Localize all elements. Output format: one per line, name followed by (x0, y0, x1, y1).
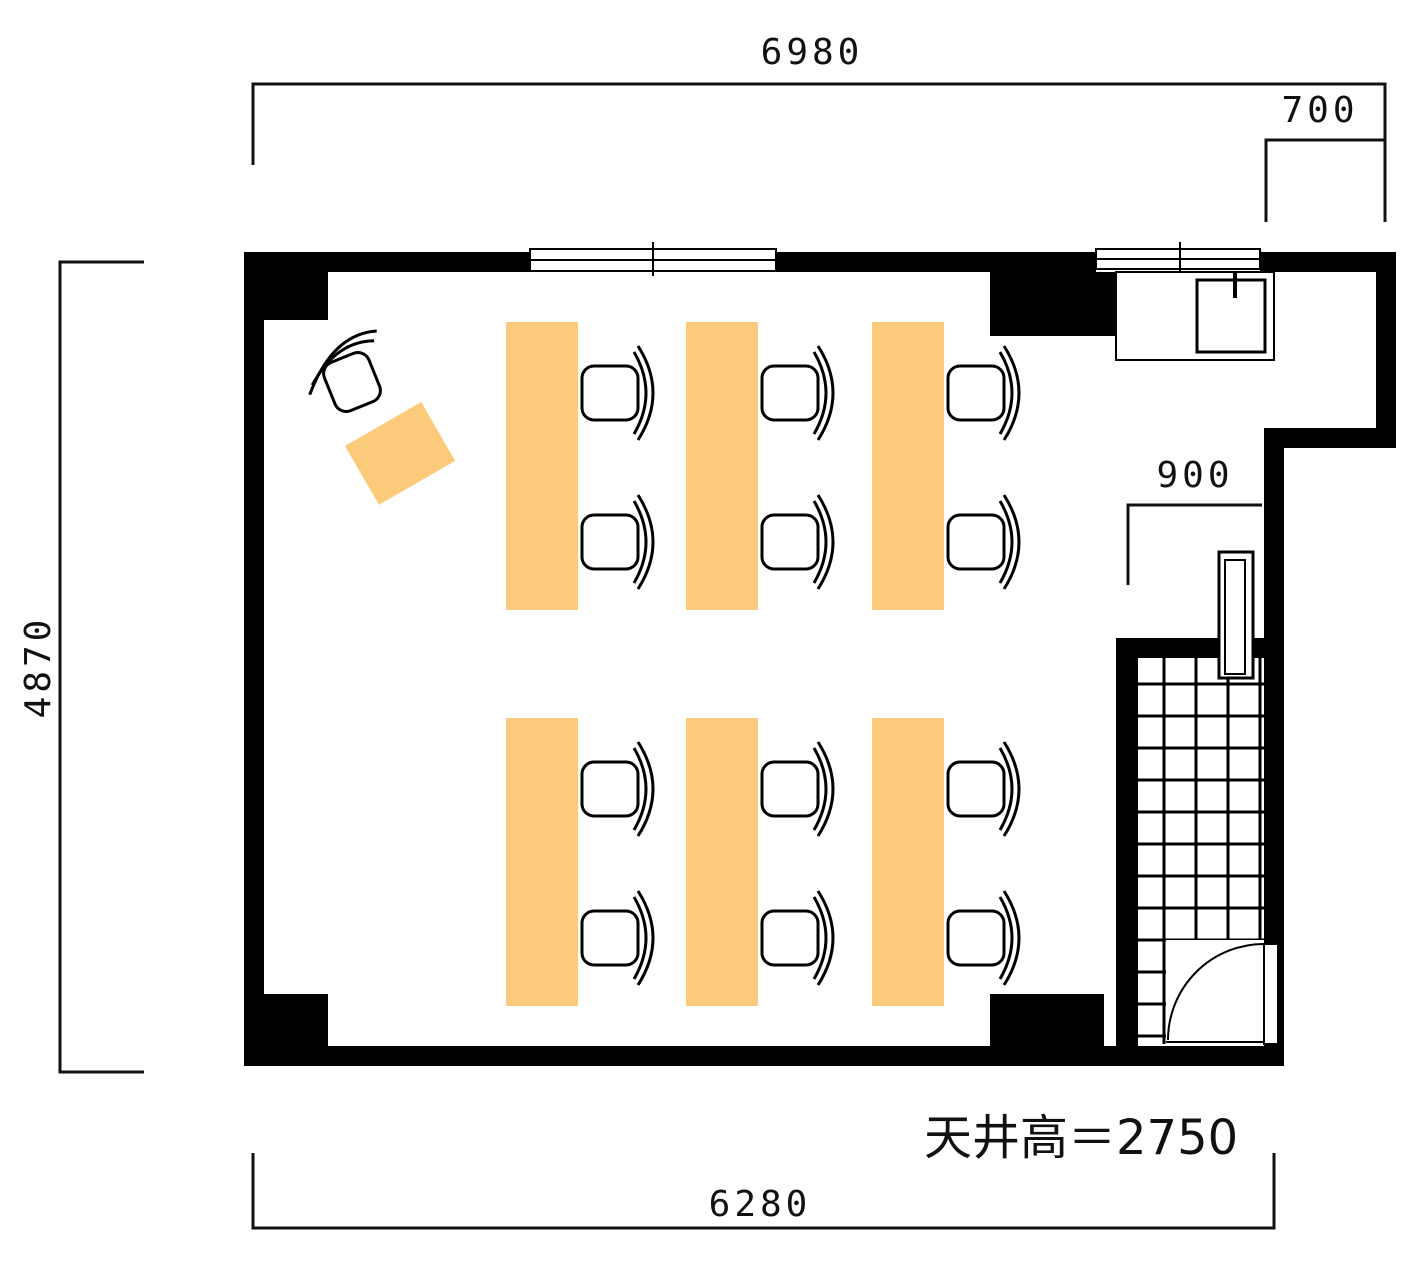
chair-icon (760, 494, 835, 590)
dimension-top-total-label: 6980 (761, 32, 864, 73)
lectern (308, 329, 456, 505)
desk-group (506, 322, 655, 610)
kitchenette (1115, 271, 1275, 361)
dimension-inner-right-label: 900 (1156, 455, 1233, 496)
desk (872, 718, 944, 1006)
lectern-desk (345, 402, 456, 505)
dimension-top-right: 700 (1264, 90, 1385, 222)
door-swing-icon (1167, 943, 1265, 1041)
lectern-chair-icon (308, 329, 382, 413)
chair-icon (760, 345, 835, 441)
desk (686, 322, 758, 610)
chair-icon (760, 741, 835, 837)
chair-icon (580, 345, 655, 441)
ceiling-height-note: 天井高＝2750 (924, 1110, 1238, 1166)
chair-icon (946, 345, 1021, 441)
desk-area (506, 322, 1021, 1006)
chair-icon (946, 890, 1021, 986)
dimension-left-height: 4870 (18, 260, 144, 1074)
window-side (1095, 242, 1261, 272)
dimension-top-right-label: 700 (1281, 90, 1358, 131)
sink-icon (1195, 278, 1267, 354)
chair-icon (946, 741, 1021, 837)
desk (506, 718, 578, 1006)
dimension-left-height-label: 4870 (18, 616, 59, 719)
desk-group (872, 718, 1021, 1006)
exterior-walls (244, 252, 1396, 1066)
desk (686, 718, 758, 1006)
desk (506, 322, 578, 610)
chair-icon (580, 494, 655, 590)
toilet-room (1116, 550, 1280, 1048)
desk-group (686, 718, 835, 1006)
dimension-inner-right: 900 (1126, 455, 1262, 585)
desk (872, 322, 944, 610)
dimension-bottom-total: 6280 (251, 1153, 1276, 1230)
chair-icon (580, 741, 655, 837)
desk-group (686, 322, 835, 610)
window-main (529, 242, 777, 276)
chair-icon (946, 494, 1021, 590)
structural-columns (264, 272, 1116, 1046)
chair-icon (580, 890, 655, 986)
dimension-top-total: 6980 (251, 32, 1387, 222)
desk-group (872, 322, 1021, 610)
chair-icon (760, 890, 835, 986)
dimension-bottom-total-label: 6280 (709, 1184, 812, 1225)
desk-group (506, 718, 655, 1006)
